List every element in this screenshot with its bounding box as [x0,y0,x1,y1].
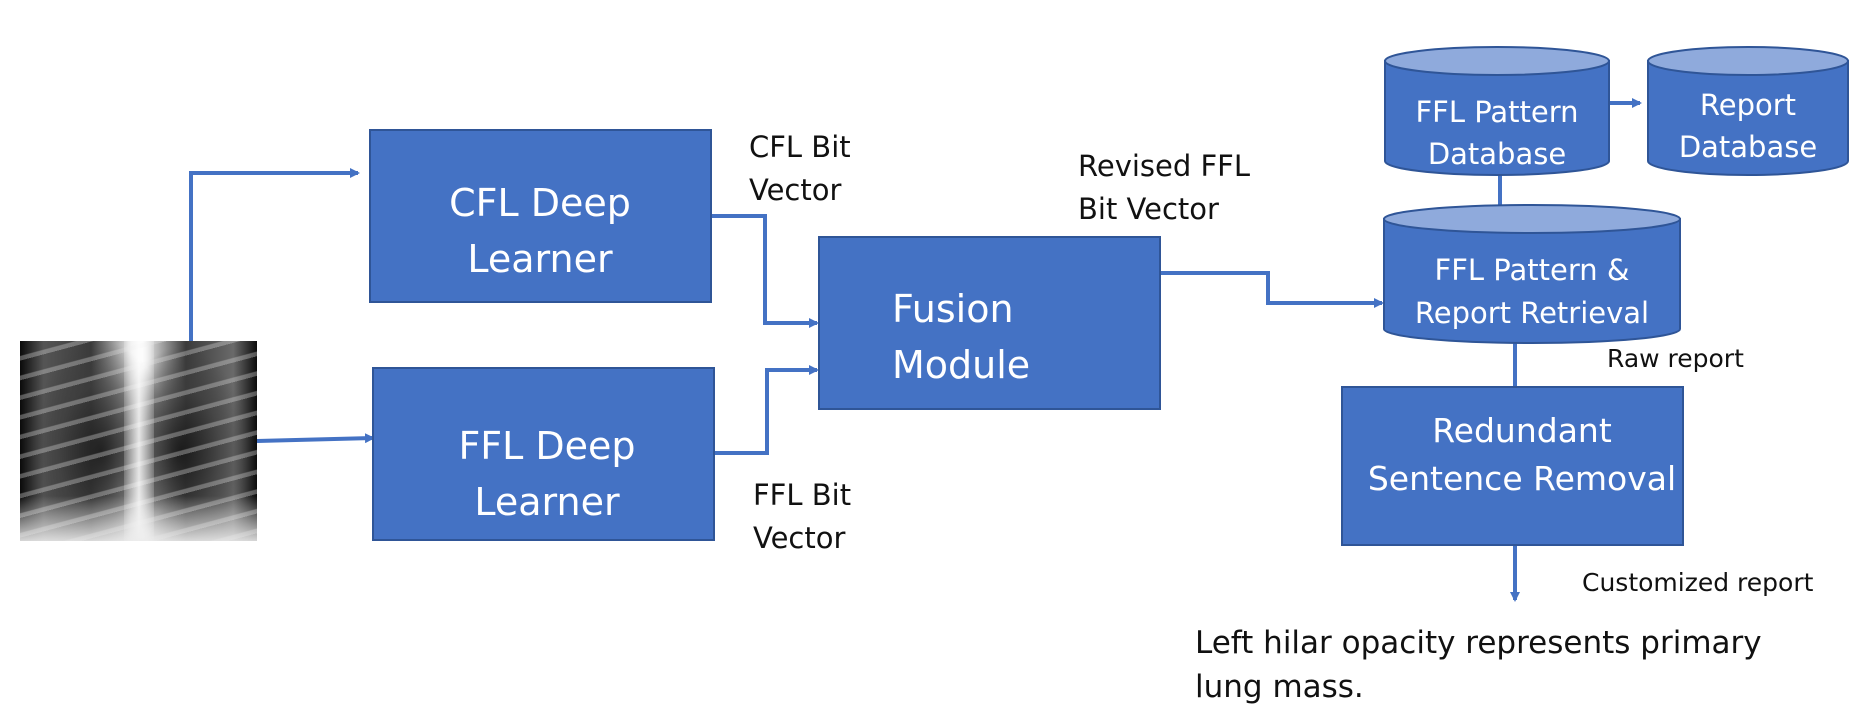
ffl-box-line2: Learner [474,480,620,524]
redundant-box-line2: Sentence Removal [1368,459,1676,498]
pattern-report-retrieval-cylinder: FFL Pattern & Report Retrieval [1383,204,1681,344]
redundant-sentence-removal-box: Redundant Sentence Removal [1341,386,1684,546]
ffl-bit-vector-label-line1: FFL Bit [753,478,851,512]
arrow-image-to-ffl [256,433,375,444]
report-database-cylinder: Report Database [1647,46,1849,176]
arrow-cfl-to-fusion [711,214,819,328]
arrow-ffl-to-fusion [714,365,819,455]
cfl-box-line1: CFL Deep [449,181,631,225]
output-text-line2: lung mass. [1195,669,1364,705]
redundant-box-line1: Redundant [1432,411,1612,450]
cfl-bit-vector-label-line2: Vector [749,173,841,207]
chest-xray-image [20,341,257,541]
ffl-bit-vector-label-line2: Vector [753,521,845,555]
fusion-module-box: Fusion Module [818,236,1161,410]
report-db-line1: Report [1700,88,1796,122]
retrieval-line1: FFL Pattern & [1435,253,1630,287]
cfl-box-line2: Learner [467,237,613,281]
retrieval-line2: Report Retrieval [1415,296,1649,330]
revised-ffl-label-line1: Revised FFL [1078,149,1250,183]
ffl-pattern-database-cylinder: FFL Pattern Database [1384,46,1610,176]
pattern-db-line1: FFL Pattern [1415,95,1578,129]
ffl-deep-learner-box: FFL Deep Learner [372,367,715,541]
customized-report-label: Customized report [1582,568,1814,597]
pattern-db-line2: Database [1428,137,1566,171]
arrow-fusion-to-retrieval [1160,271,1384,308]
cfl-bit-vector-label-line1: CFL Bit [749,130,851,164]
arrow-image-to-cfl [189,168,360,341]
report-db-line2: Database [1679,130,1817,164]
raw-report-label: Raw report [1607,344,1744,373]
revised-ffl-label-line2: Bit Vector [1078,192,1219,226]
fusion-box-line1: Fusion [892,287,1014,331]
fusion-box-line2: Module [892,343,1030,387]
output-text-line1: Left hilar opacity represents primary [1195,625,1762,661]
ffl-box-line1: FFL Deep [458,424,635,468]
cfl-deep-learner-box: CFL Deep Learner [369,129,712,303]
